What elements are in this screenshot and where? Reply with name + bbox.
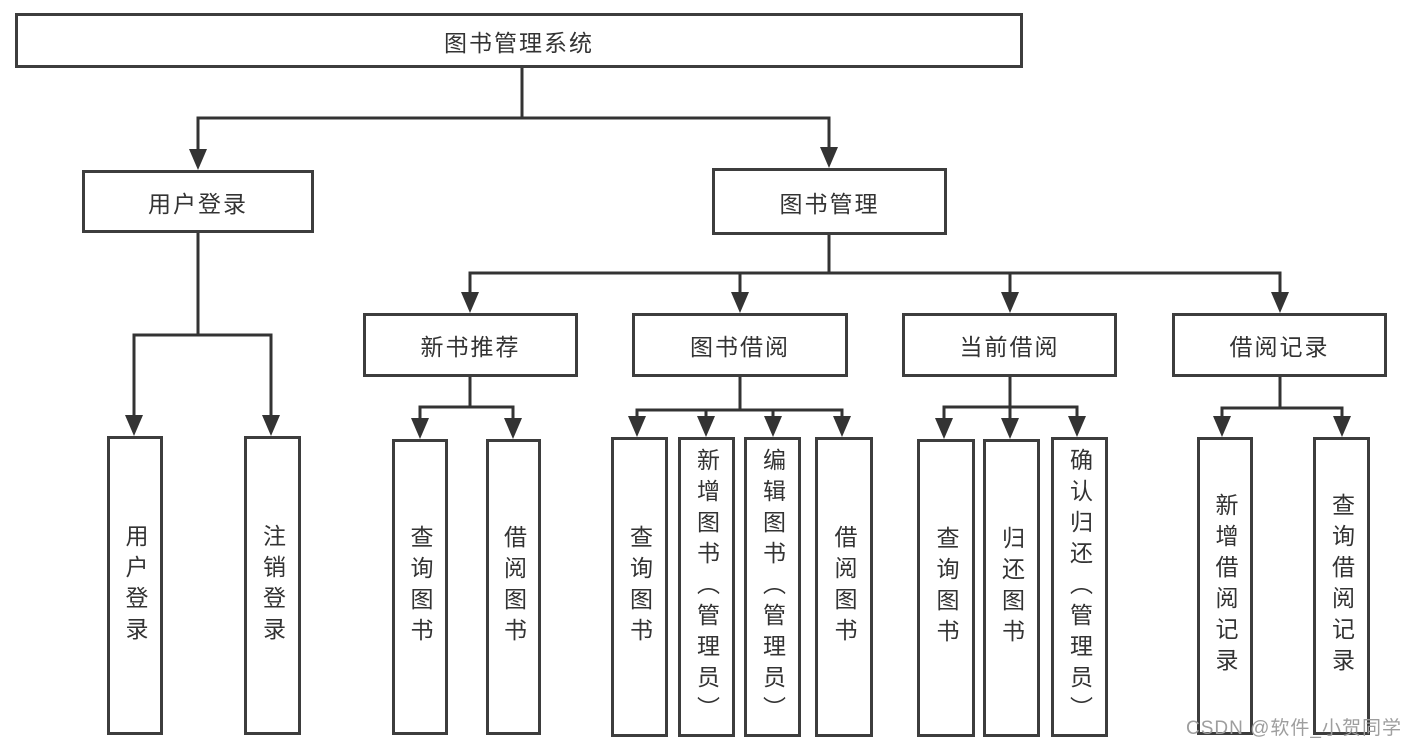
node-label-root: 图书管理系统 xyxy=(444,29,594,56)
arrowhead-icon xyxy=(764,416,782,437)
node-label-new-book-rec: 新书推荐 xyxy=(420,334,521,360)
connector-edge xyxy=(468,377,515,422)
node-box-leaf-borrow-book-1: 借阅图书 xyxy=(486,439,541,735)
node-label-user-login: 用户登录 xyxy=(148,190,248,217)
node-label-leaf-borrow-book-2: 借阅图书 xyxy=(831,525,857,649)
node-box-current-borrow: 当前借阅 xyxy=(902,313,1117,377)
arrowhead-icon xyxy=(1333,416,1351,437)
arrowhead-icon xyxy=(1068,416,1086,437)
connector-edge xyxy=(1008,377,1079,420)
node-box-borrow-record: 借阅记录 xyxy=(1172,313,1387,377)
watermark: CSDN @软件_小贺同学 xyxy=(1186,718,1402,739)
node-label-leaf-borrow-book-1: 借阅图书 xyxy=(500,525,527,649)
node-box-leaf-query-book-3: 查询图书 xyxy=(917,439,975,737)
node-label-leaf-return-book: 归还图书 xyxy=(998,526,1025,650)
connector-edge xyxy=(738,377,775,420)
connector-edge xyxy=(418,377,472,422)
node-label-leaf-edit-book: 编辑图书（管理员） xyxy=(759,447,786,727)
node-label-leaf-query-book-1: 查询图书 xyxy=(407,525,433,649)
arrowhead-icon xyxy=(1213,416,1231,437)
connector-edge xyxy=(827,235,1282,296)
node-label-book-mgmt: 图书管理 xyxy=(779,190,880,217)
node-label-leaf-add-record: 新增借阅记录 xyxy=(1212,493,1238,679)
node-box-book-mgmt: 图书管理 xyxy=(712,168,947,235)
node-label-borrow-record: 借阅记录 xyxy=(1229,334,1330,360)
arrowhead-icon xyxy=(731,292,749,313)
connector-edge xyxy=(738,235,831,296)
node-label-leaf-add-book: 新增图书（管理员） xyxy=(693,447,720,727)
node-box-leaf-add-book: 新增图书（管理员） xyxy=(678,437,735,737)
node-box-leaf-query-book-1: 查询图书 xyxy=(392,439,448,735)
node-label-leaf-query-book-3: 查询图书 xyxy=(933,526,959,650)
arrowhead-icon xyxy=(504,418,522,439)
connector-edge xyxy=(196,233,273,419)
node-box-leaf-user-login: 用户登录 xyxy=(107,436,163,735)
node-label-leaf-query-book-2: 查询图书 xyxy=(626,525,653,649)
connector-edge xyxy=(468,235,831,296)
arrowhead-icon xyxy=(833,416,851,437)
node-box-book-borrow: 图书借阅 xyxy=(632,313,848,377)
connector-edge xyxy=(704,377,742,420)
arrowhead-icon xyxy=(697,416,715,437)
node-label-leaf-user-login: 用户登录 xyxy=(122,523,148,648)
node-label-leaf-logout: 注销登录 xyxy=(259,523,286,648)
arrowhead-icon xyxy=(125,415,143,436)
arrowhead-icon xyxy=(935,418,953,439)
arrowhead-icon xyxy=(411,418,429,439)
connector-edge xyxy=(635,377,742,420)
node-box-leaf-add-record: 新增借阅记录 xyxy=(1197,437,1253,735)
arrowhead-icon xyxy=(1271,292,1289,313)
arrowhead-icon xyxy=(461,292,479,313)
node-box-leaf-return-book: 归还图书 xyxy=(983,439,1040,737)
arrowhead-icon xyxy=(189,149,207,170)
connector-edge xyxy=(196,68,524,153)
node-box-leaf-borrow-book-2: 借阅图书 xyxy=(815,437,873,737)
node-box-leaf-query-book-2: 查询图书 xyxy=(611,437,668,737)
arrowhead-icon xyxy=(628,416,646,437)
node-label-book-borrow: 图书借阅 xyxy=(690,334,790,360)
node-box-new-book-rec: 新书推荐 xyxy=(363,313,578,377)
arrowhead-icon xyxy=(1001,418,1019,439)
node-box-leaf-logout: 注销登录 xyxy=(244,436,301,735)
node-box-leaf-edit-book: 编辑图书（管理员） xyxy=(744,437,801,737)
node-label-leaf-query-record: 查询借阅记录 xyxy=(1328,493,1355,679)
connector-edge xyxy=(1220,377,1282,420)
connector-edge xyxy=(827,235,1012,296)
arrowhead-icon xyxy=(820,147,838,168)
connector-edge xyxy=(520,68,831,151)
connector-edge xyxy=(1278,377,1344,420)
node-label-leaf-confirm-return: 确认归还（管理员） xyxy=(1066,447,1093,727)
arrowhead-icon xyxy=(1001,292,1019,313)
node-box-user-login: 用户登录 xyxy=(82,170,314,233)
connector-edge xyxy=(738,377,844,420)
connector-edge xyxy=(942,377,1012,422)
arrowhead-icon xyxy=(262,415,280,436)
node-box-root: 图书管理系统 xyxy=(15,13,1023,68)
connector-edge xyxy=(132,233,200,419)
node-box-leaf-confirm-return: 确认归还（管理员） xyxy=(1051,437,1108,737)
node-box-leaf-query-record: 查询借阅记录 xyxy=(1313,437,1370,735)
node-label-current-borrow: 当前借阅 xyxy=(959,334,1060,360)
